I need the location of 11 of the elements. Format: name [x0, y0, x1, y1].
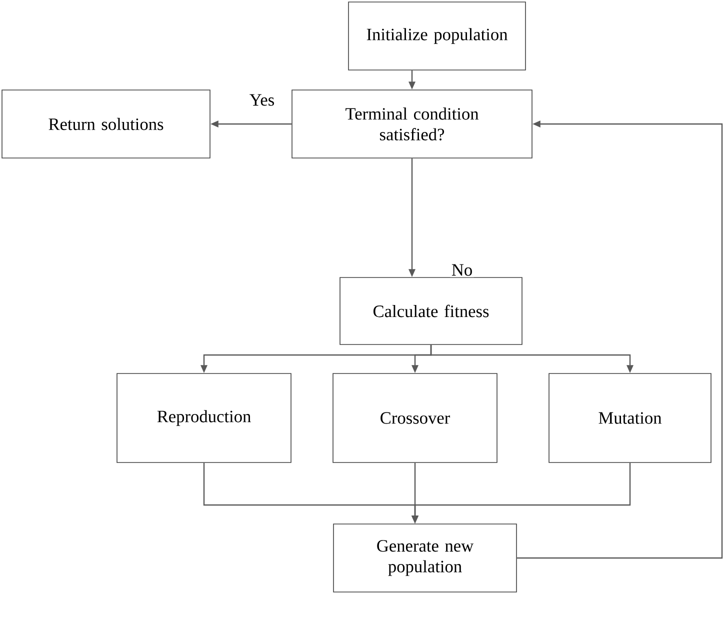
process-box: Return solutions — [2, 90, 210, 158]
arrow — [516, 120, 723, 559]
process-box: Calculate fitness — [340, 277, 522, 345]
process-box: Terminal condition satisfied? — [292, 90, 532, 158]
process-box: Crossover — [332, 373, 498, 463]
process-box: Initialize population — [348, 2, 526, 70]
process-box: Reproduction — [116, 373, 292, 463]
process-box: Mutation — [548, 373, 712, 463]
process-box: Generate new population — [333, 524, 517, 592]
edge-label: No — [450, 262, 474, 278]
edge-label: Yes — [248, 92, 276, 108]
